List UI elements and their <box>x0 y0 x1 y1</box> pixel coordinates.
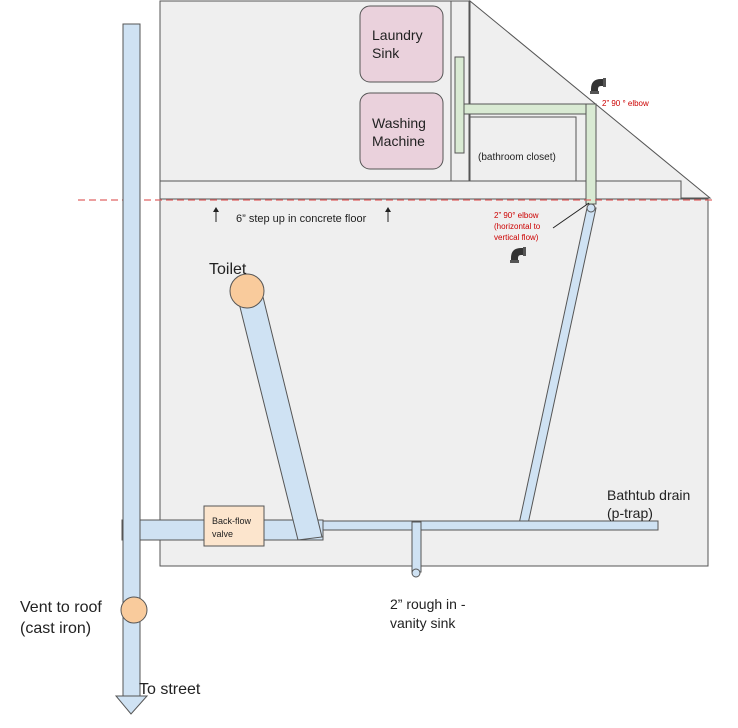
to-street-label: To street <box>139 681 201 698</box>
vanity-sink-label: 2” rough in - vanity sink <box>390 596 469 631</box>
vent-stack-pipe <box>122 23 141 697</box>
laundry-sink-label: Laundry Sink <box>372 27 426 61</box>
step-up-label: 6” step up in concrete floor <box>236 213 367 225</box>
up-arrow-icon <box>213 207 219 222</box>
to-street-arrow <box>114 695 149 715</box>
laundry-down-pipe <box>585 103 597 205</box>
backflow-valve-label: Back-flow valve <box>212 516 254 539</box>
elbow-fitting-icon <box>590 78 606 94</box>
vent-cleanout <box>120 596 148 624</box>
elbow-mid-label: 2” 90° elbow (horizontal to vertical flo… <box>494 211 542 242</box>
laundry-horizontal-pipe <box>463 103 597 115</box>
toilet-label: Toilet <box>209 261 247 278</box>
bathtub-drain-label: Bathtub drain (p-trap) <box>607 487 694 521</box>
elbow-pointer <box>552 202 590 229</box>
washing-machine-label: Washing Machine <box>372 115 430 149</box>
vent-label: Vent to roof (cast iron) <box>20 599 106 637</box>
vanity-sink-pipe <box>411 521 422 573</box>
step-ledge <box>159 180 682 200</box>
laundry-sink <box>359 5 444 83</box>
bathroom-closet-label: (bathroom closet) <box>478 152 556 163</box>
toilet-flange <box>229 273 265 309</box>
elbow-fitting-icon <box>510 247 526 263</box>
laundry-vertical-pipe <box>454 56 465 154</box>
elbow-top-label: 2” 90 ° elbow <box>602 99 649 108</box>
washing-machine <box>359 92 444 170</box>
main-drain-pipe <box>321 520 659 531</box>
up-arrow-icon <box>385 207 391 222</box>
bathroom-closet <box>469 116 577 182</box>
elbow-connection <box>586 203 596 213</box>
bathroom-area <box>159 198 709 567</box>
backflow-valve <box>203 505 265 547</box>
vanity-sink-stub <box>411 568 421 578</box>
